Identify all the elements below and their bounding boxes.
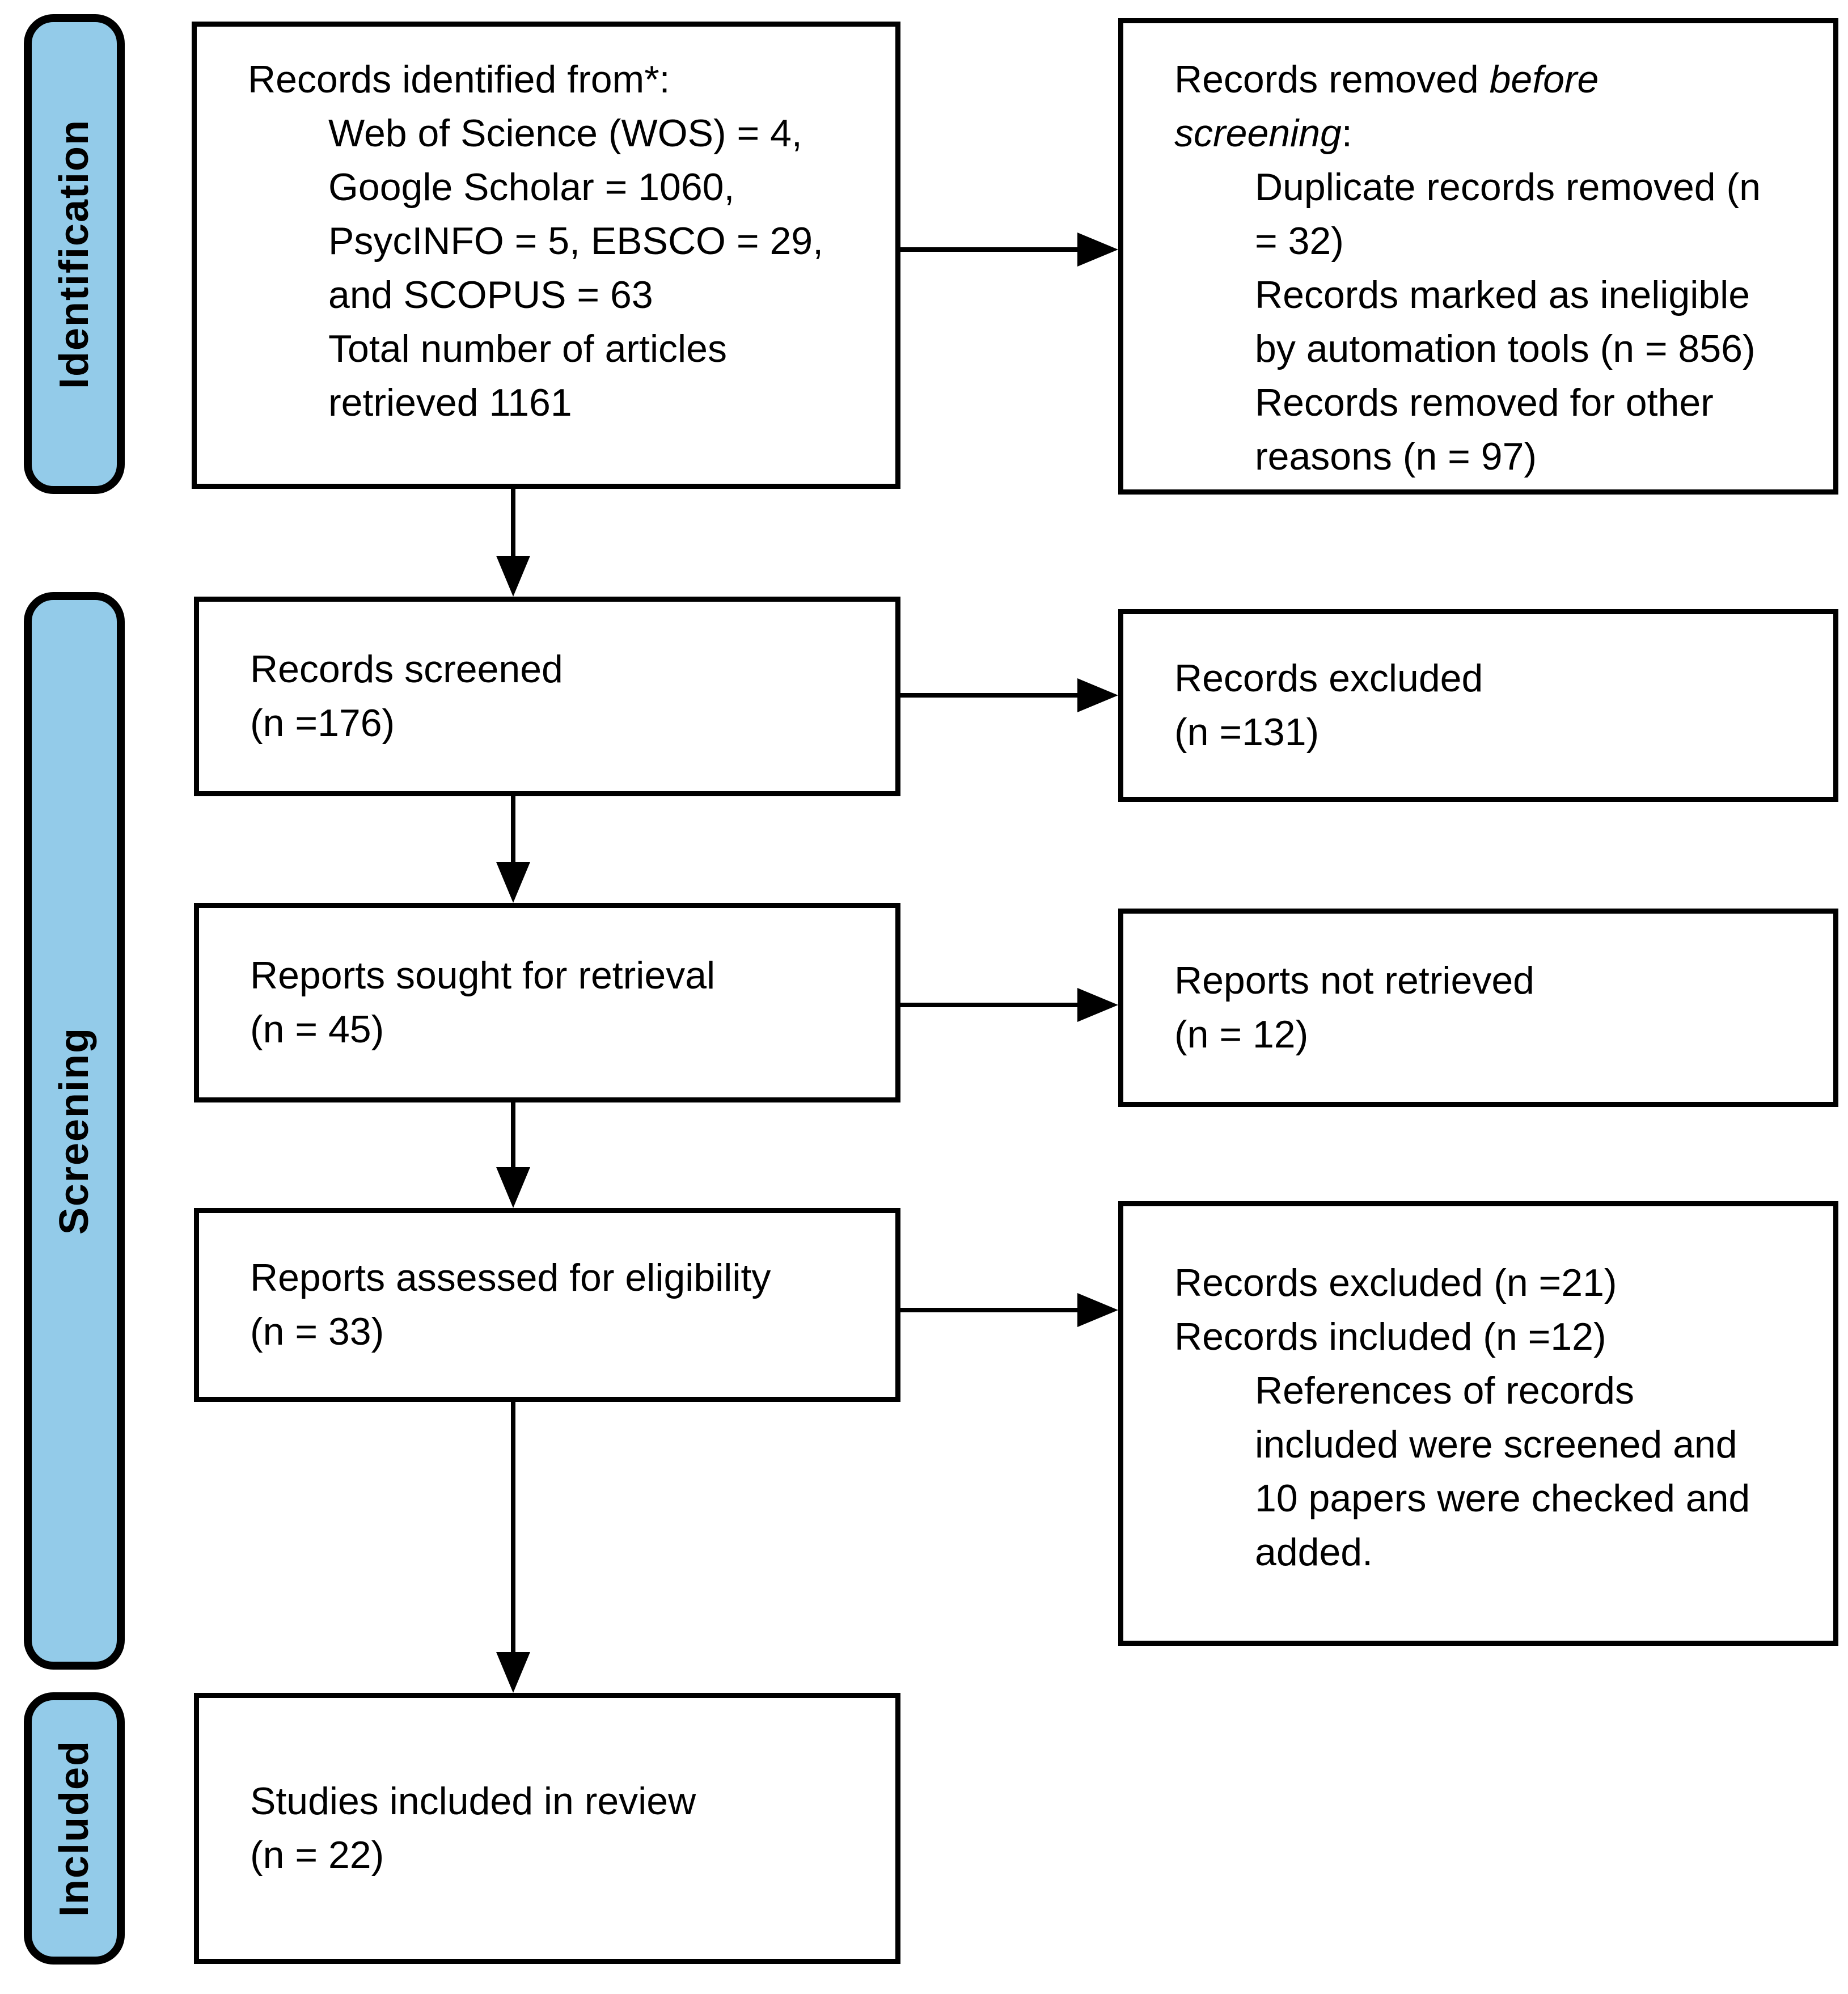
arrow-sought-to-assessed-line	[511, 1102, 515, 1171]
box-text-line: included were screened and	[1255, 1423, 1737, 1466]
stage-included-label: Included	[52, 1739, 97, 1917]
box-text-line: Total number of articles	[328, 327, 727, 370]
arrow-sought-to-notretrieved-head-icon	[1077, 988, 1118, 1022]
box-reports-not-retrieved: Reports not retrieved (n = 12)	[1118, 909, 1838, 1107]
arrow-sought-to-notretrieved-line	[900, 1003, 1082, 1007]
box-text-line: Web of Science (WOS) = 4,	[328, 112, 802, 155]
box-text-line: screening:	[1174, 112, 1352, 155]
arrow-identified-to-screened-head-icon	[496, 556, 530, 597]
arrow-screened-to-excluded-line	[900, 693, 1082, 698]
box-text-line: Studies included in review	[250, 1780, 696, 1823]
box-records-identified: Records identified from*: Web of Science …	[192, 22, 900, 489]
arrow-identified-to-screened-line	[511, 489, 515, 560]
box-text-line: Records identified from*:	[248, 58, 670, 101]
box-text-line: Records excluded	[1174, 657, 1483, 700]
box-text-line: = 32)	[1255, 219, 1344, 263]
stage-included: Included	[24, 1692, 125, 1965]
arrow-identified-to-removed-line	[900, 247, 1082, 252]
box-text-line: Records marked as ineligible	[1255, 273, 1750, 316]
box-text-line: Records included (n =12)	[1174, 1315, 1606, 1358]
arrow-assessed-to-excluded-line	[900, 1308, 1082, 1312]
box-records-excluded: Records excluded (n =131)	[1118, 609, 1838, 802]
stage-screening: Screening	[24, 592, 125, 1670]
box-text-line: (n = 12)	[1174, 1013, 1309, 1056]
arrow-screened-to-sought-head-icon	[496, 862, 530, 903]
box-records-screened: Records screened (n =176)	[194, 597, 900, 796]
arrow-sought-to-assessed-head-icon	[496, 1167, 530, 1208]
box-text-line: Duplicate records removed (n	[1255, 166, 1761, 209]
stage-identification-label: Identification	[52, 119, 97, 389]
stage-identification: Identification	[24, 14, 125, 494]
box-text-line: (n = 33)	[250, 1310, 384, 1353]
box-text-line: and SCOPUS = 63	[328, 273, 653, 316]
box-text-line: (n =176)	[250, 702, 395, 745]
box-text-line: retrieved 1161	[328, 381, 572, 424]
box-text-line: Reports not retrieved	[1174, 959, 1534, 1002]
box-records-excluded-included-references: Records excluded (n =21) Records included…	[1118, 1201, 1838, 1646]
box-reports-assessed: Reports assessed for eligibility (n = 33)	[194, 1208, 900, 1402]
arrow-screened-to-sought-line	[511, 796, 515, 865]
box-text-line: (n = 45)	[250, 1008, 384, 1051]
box-text-line: References of records	[1255, 1369, 1634, 1412]
box-text-line: Google Scholar = 1060,	[328, 166, 735, 209]
arrow-assessed-to-included-head-icon	[496, 1652, 530, 1693]
arrow-screened-to-excluded-head-icon	[1077, 678, 1118, 712]
arrow-assessed-to-excluded-head-icon	[1077, 1293, 1118, 1327]
box-text-line: (n = 22)	[250, 1834, 384, 1877]
box-text-line: (n =131)	[1174, 711, 1320, 754]
box-text-line: added.	[1255, 1531, 1373, 1574]
arrow-identified-to-removed-head-icon	[1077, 233, 1118, 267]
box-text-line: 10 papers were checked and	[1255, 1477, 1750, 1520]
box-studies-included-in-review: Studies included in review (n = 22)	[194, 1693, 900, 1964]
box-records-removed-before-screening: Records removed before screening: Duplicat…	[1118, 18, 1838, 495]
box-text-line: by automation tools (n = 856)	[1255, 327, 1756, 370]
box-text-line: Records removed before	[1174, 58, 1599, 101]
stage-screening-label: Screening	[52, 1026, 97, 1235]
box-reports-sought: Reports sought for retrieval (n = 45)	[194, 903, 900, 1102]
box-text-line: Reports assessed for eligibility	[250, 1256, 771, 1299]
box-text-line: Records excluded (n =21)	[1174, 1261, 1617, 1304]
arrow-assessed-to-included-line	[511, 1402, 515, 1655]
box-text-line: Records removed for other	[1255, 381, 1714, 424]
box-text-line: Records screened	[250, 648, 563, 691]
box-text-line: PsycINFO = 5, EBSCO = 29,	[328, 219, 823, 263]
box-text-line: Reports sought for retrieval	[250, 954, 716, 997]
box-text-line: reasons (n = 97)	[1255, 435, 1537, 478]
